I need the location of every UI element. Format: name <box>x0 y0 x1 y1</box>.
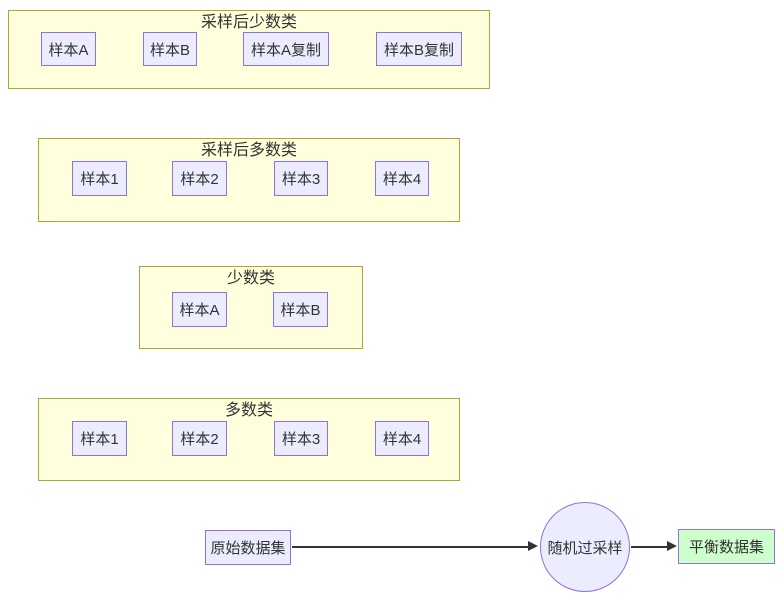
cluster-minority-title: 少数类 <box>226 270 275 287</box>
node-original-dataset-label: 原始数据集 <box>210 540 286 557</box>
node-random-oversampling-label: 随机过采样 <box>547 539 623 557</box>
arrow-process-to-result-head-icon <box>667 541 677 551</box>
arrow-source-to-process-line <box>292 546 529 548</box>
arrow-process-to-result-line <box>631 546 668 548</box>
node-sample-3-label: 样本3 <box>281 171 321 188</box>
node-sample-1: 样本1 <box>72 161 127 196</box>
node-sample-3: 样本3 <box>274 161 328 196</box>
node-sample-a: 样本A <box>41 32 96 66</box>
cluster-majority-title: 多数类 <box>224 402 273 419</box>
node-majority-sample-1-label: 样本1 <box>80 431 119 448</box>
node-majority-sample-2: 样本2 <box>172 421 227 456</box>
node-majority-sample-4-label: 样本4 <box>382 431 422 448</box>
node-minority-sample-a-label: 样本A <box>179 302 220 319</box>
node-minority-sample-a: 样本A <box>172 292 227 327</box>
node-majority-sample-4: 样本4 <box>375 421 429 456</box>
node-sample-4: 样本4 <box>375 161 429 196</box>
cluster-minority: 少数类 样本A 样本B <box>139 266 363 349</box>
node-sample-a-label: 样本A <box>48 41 89 59</box>
node-sample-4-label: 样本4 <box>382 171 422 188</box>
node-minority-sample-b: 样本B <box>273 292 328 327</box>
node-minority-sample-b-label: 样本B <box>280 302 321 319</box>
node-sample-b: 样本B <box>143 32 197 66</box>
node-majority-sample-2-label: 样本2 <box>180 431 219 448</box>
node-random-oversampling: 随机过采样 <box>540 502 630 592</box>
node-sample-2-label: 样本2 <box>180 171 219 188</box>
node-balanced-dataset: 平衡数据集 <box>678 529 775 564</box>
node-majority-sample-1: 样本1 <box>72 421 127 456</box>
cluster-sampled-minority: 采样后少数类 样本A 样本B 样本A复制 样本B复制 <box>8 10 490 89</box>
node-sample-1-label: 样本1 <box>80 171 119 188</box>
node-original-dataset: 原始数据集 <box>205 530 291 565</box>
cluster-majority: 多数类 样本1 样本2 样本3 样本4 <box>38 398 460 481</box>
node-sample-b-label: 样本B <box>149 41 190 59</box>
node-majority-sample-3-label: 样本3 <box>281 431 321 448</box>
node-sample-a-copy: 样本A复制 <box>243 32 329 66</box>
cluster-sampled-majority: 采样后多数类 样本1 样本2 样本3 样本4 <box>38 138 460 222</box>
arrow-source-to-process-head-icon <box>528 541 538 551</box>
node-majority-sample-3: 样本3 <box>274 421 328 456</box>
cluster-sampled-minority-title: 采样后少数类 <box>200 14 297 31</box>
node-balanced-dataset-label: 平衡数据集 <box>688 539 764 556</box>
node-sample-b-copy: 样本B复制 <box>376 32 462 66</box>
node-sample-b-copy-label: 样本B复制 <box>383 41 454 59</box>
node-sample-2: 样本2 <box>172 161 227 196</box>
cluster-sampled-majority-title: 采样后多数类 <box>200 142 297 159</box>
node-sample-a-copy-label: 样本A复制 <box>250 41 321 59</box>
